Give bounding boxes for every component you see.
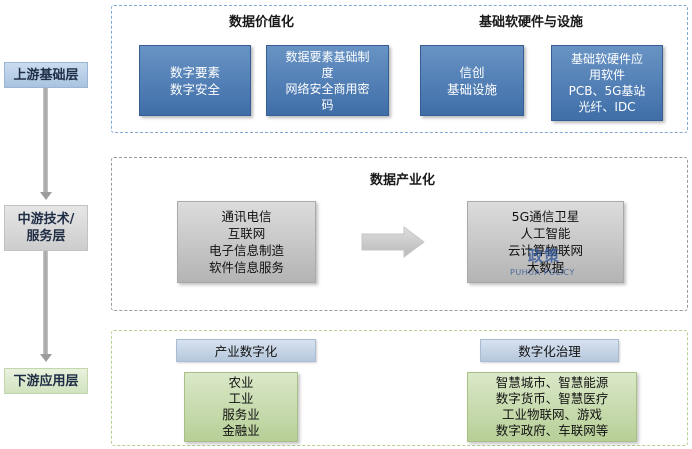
upstream-box-digital-elements: 数字要素 数字安全: [139, 45, 251, 116]
upstream-heading-infrastructure: 基础软硬件与设施: [479, 15, 584, 30]
upstream-group-frame: [111, 5, 688, 133]
box-line: 基础软硬件应: [570, 52, 643, 66]
box-line: 数字要素: [169, 64, 220, 80]
box-line: 数字货币、智慧医疗: [495, 391, 609, 406]
box-line: 互联网: [227, 226, 266, 241]
connector-arrow-1: [39, 192, 52, 200]
box-line: 数字安全: [169, 81, 220, 97]
box-line: 码: [321, 97, 334, 112]
watermark-subtitle: PUHUA POLICY: [510, 268, 575, 277]
downstream-box-governance: 智慧城市、智慧能源 数字货币、智慧医疗 工业物联网、游戏 数字政府、车联网等: [467, 372, 637, 442]
box-line: 数字政府、车联网等: [495, 423, 609, 438]
downstream-heading-industry-digitalization: 产业数字化: [176, 339, 316, 362]
box-line: 网络安全商用密: [285, 81, 370, 96]
box-line: 工业物联网、游戏: [501, 407, 602, 422]
connector-midstream-to-downstream: [43, 251, 48, 354]
downstream-group-frame: [111, 330, 688, 446]
watermark-logo: 政策: [528, 247, 561, 265]
midstream-heading-data-industrialization: 数据产业化: [370, 173, 436, 188]
connector-upstream-to-midstream: [43, 88, 48, 192]
midstream-box-technologies: 5G通信卫星 人工智能 云计算物联网 大数据: [467, 201, 624, 283]
downstream-heading-digital-governance: 数字化治理: [480, 339, 619, 362]
box-line: 服务业: [222, 407, 260, 422]
midstream-group-frame: [111, 157, 688, 311]
box-line: 数据要素基础制: [285, 49, 370, 64]
layer-label-midstream: 中游技术/ 服务层: [4, 205, 88, 251]
upstream-heading-data-value: 数据价值化: [229, 15, 295, 30]
upstream-box-data-institutions: 数据要素基础制 度 网络安全商用密 码: [266, 45, 389, 116]
box-line: 工业: [228, 391, 254, 406]
box-line: 5G通信卫星: [511, 209, 580, 224]
layer-label-upstream-text: 上游基础层: [13, 67, 79, 83]
box-line: 人工智能: [520, 226, 571, 241]
box-line: 云计算物联网: [507, 243, 583, 258]
upstream-box-xinchuang: 信创 基础设施: [420, 45, 524, 116]
box-line: 智慧城市、智慧能源: [495, 375, 609, 390]
box-line: 光纤、IDC: [578, 100, 636, 114]
midstream-box-industries: 通讯电信 互联网 电子信息制造 软件信息服务: [177, 201, 316, 283]
right-arrow-icon: [361, 226, 425, 258]
layer-label-downstream: 下游应用层: [4, 368, 88, 394]
box-line: 通讯电信: [221, 209, 272, 224]
layer-label-midstream-text-1: 中游技术/: [17, 212, 75, 227]
box-line: 基础设施: [446, 81, 497, 97]
box-line: 用软件: [588, 68, 625, 82]
layer-label-upstream: 上游基础层: [4, 62, 88, 88]
downstream-box-industries: 农业 工业 服务业 金融业: [184, 372, 298, 442]
connector-arrow-2: [39, 354, 52, 362]
box-line: 度: [321, 65, 334, 80]
layer-label-midstream-text-2: 服务层: [26, 229, 66, 244]
layer-label-downstream-text: 下游应用层: [13, 373, 79, 389]
box-line: 电子信息制造: [208, 243, 284, 258]
box-line: 软件信息服务: [208, 260, 284, 275]
box-line: 大数据: [526, 260, 565, 275]
box-line: 信创: [459, 64, 485, 80]
box-line: 金融业: [222, 423, 260, 438]
box-line: 农业: [228, 375, 254, 390]
upstream-box-software-hardware: 基础软硬件应 用软件 PCB、5G基站 光纤、IDC: [551, 45, 663, 121]
box-line: PCB、5G基站: [568, 84, 646, 98]
